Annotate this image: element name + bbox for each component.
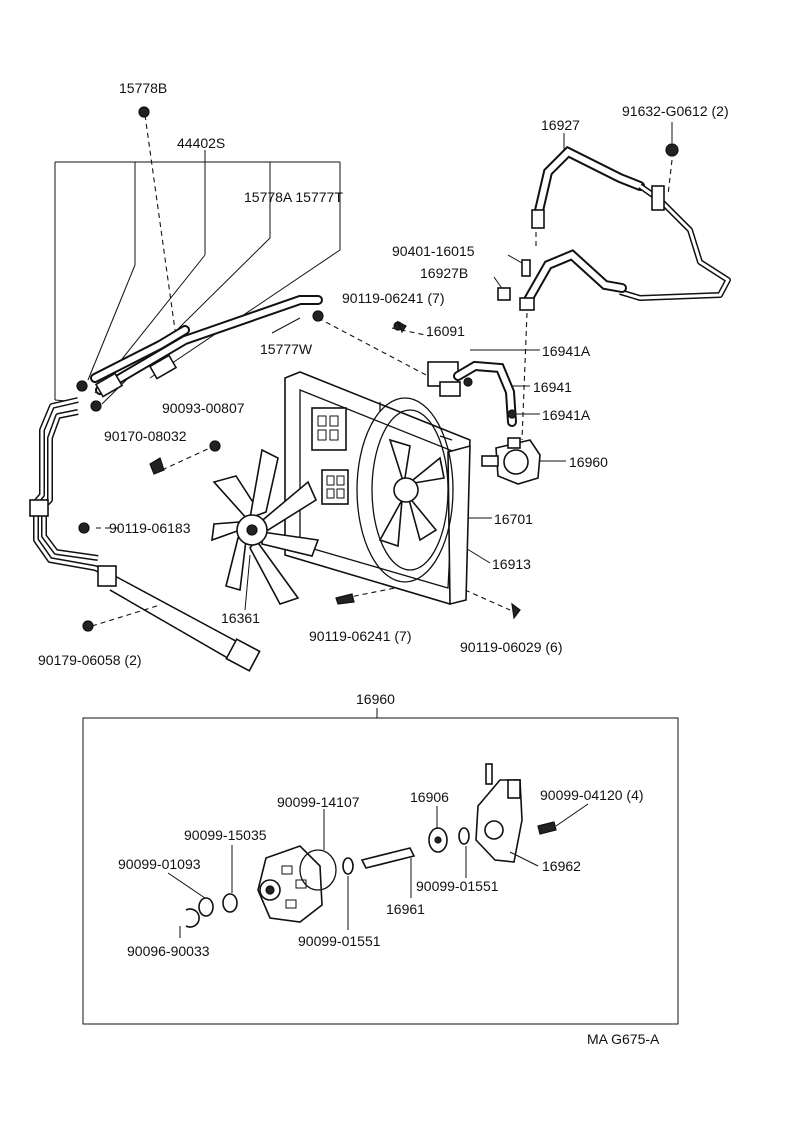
label-16941A-bottom: 16941A	[542, 407, 591, 423]
label-90119-06241-top: 90119-06241 (7)	[342, 290, 444, 306]
label-90119-06241-bottom: 90119-06241 (7)	[309, 628, 411, 644]
fan-shroud	[284, 371, 471, 606]
label-16927: 16927	[541, 117, 580, 133]
label-90099-01551-right: 90099-01551	[416, 878, 499, 894]
cooling-fan	[211, 448, 320, 605]
shroud-fan-blade	[378, 438, 445, 548]
label-detail-title: 16960	[356, 691, 395, 707]
label-16941A-top: 16941A	[542, 343, 591, 359]
label-15778B: 15778B	[119, 80, 167, 96]
hydraulic-motor	[481, 437, 541, 485]
label-90099-01551-left: 90099-01551	[298, 933, 381, 949]
fasteners	[78, 320, 521, 632]
label-90093-00807: 90093-00807	[162, 400, 245, 416]
label-16913: 16913	[492, 556, 531, 572]
label-16961: 16961	[386, 901, 425, 917]
label-16361: 16361	[221, 610, 260, 626]
label-15777W: 15777W	[260, 341, 313, 357]
label-90099-14107: 90099-14107	[277, 794, 360, 810]
valve-and-return-hoses	[393, 321, 517, 427]
label-90099-15035: 90099-15035	[184, 827, 267, 843]
label-44402S: 44402S	[177, 135, 225, 151]
label-90401-16015: 90401-16015	[392, 243, 475, 259]
label-90179-06058: 90179-06058 (2)	[38, 652, 142, 668]
label-16962: 16962	[542, 858, 581, 874]
cooler-pipe-assembly	[29, 106, 324, 672]
oil-cooler	[97, 565, 261, 672]
pressure-hose	[497, 143, 731, 311]
diagram-code: MA G675-A	[587, 1031, 660, 1047]
label-90096-90033: 90096-90033	[127, 943, 210, 959]
label-90099-01093: 90099-01093	[118, 856, 201, 872]
label-16941: 16941	[533, 379, 572, 395]
label-91632-G0612: 91632-G0612 (2)	[622, 103, 729, 119]
snap-ring-part	[185, 908, 200, 928]
label-90170-08032: 90170-08032	[104, 428, 187, 444]
label-90119-06029: 90119-06029 (6)	[460, 639, 562, 655]
label-16091: 16091	[426, 323, 465, 339]
motor-detail-box	[82, 708, 679, 1025]
label-16906: 16906	[410, 789, 449, 805]
label-90099-04120: 90099-04120 (4)	[540, 787, 644, 803]
part-labels: 15778B 44402S 15778A 15777T 91632-G0612 …	[38, 80, 729, 1047]
label-16960: 16960	[569, 454, 608, 470]
label-16927B: 16927B	[420, 265, 468, 281]
label-90119-06183: 90119-06183	[109, 520, 191, 536]
label-16701: 16701	[494, 511, 533, 527]
label-15778A-15777T: 15778A 15777T	[244, 189, 343, 205]
